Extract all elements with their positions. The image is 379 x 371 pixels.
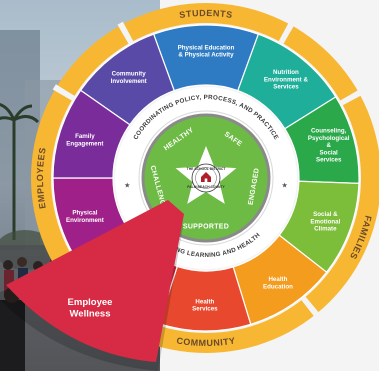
segment-label: Counseling,	[311, 128, 347, 135]
employee-wellness-wedge	[6, 200, 184, 362]
seal-top-text: THE SCHOOL DISTRICT	[187, 167, 227, 171]
segment-label: Health	[195, 298, 214, 305]
segment-label: Nutrition	[273, 69, 299, 76]
segment-label: Psychological	[308, 135, 350, 142]
students-label: STUDENTS	[179, 8, 234, 20]
segment-label: Education	[263, 283, 293, 290]
schoolhouse-door	[204, 178, 208, 182]
segment-label: Social &	[313, 211, 338, 218]
employees-label: EMPLOYEES	[35, 146, 48, 209]
ring-gap	[277, 21, 295, 46]
segment-label: Engagement	[66, 140, 103, 147]
seal-inner-ring	[195, 167, 217, 189]
segment-label: Community	[112, 71, 147, 78]
ring-gap	[52, 84, 77, 102]
segment-label: Services	[192, 306, 218, 313]
segment-label: Climate	[314, 226, 337, 233]
segment-label: Services	[316, 157, 342, 164]
ring-gap	[117, 21, 135, 46]
star-icon: ★	[124, 181, 130, 189]
segment-label: Social	[320, 149, 339, 156]
star-icon: ★	[282, 181, 288, 189]
segment-label: &	[326, 142, 331, 149]
seal-bottom-text: PALM BEACH COUNTY	[187, 185, 225, 189]
segment-group: Physical Education& Physical ActivityNut…	[0, 3, 379, 371]
employee-wellness-label: Wellness	[69, 309, 110, 320]
segment-label: Environment &	[264, 76, 309, 83]
band-divider	[138, 110, 274, 246]
segment-label: Physical Education	[178, 44, 235, 51]
core-word: SUPPORTED	[183, 224, 229, 231]
employee-wellness-label: Employee	[68, 297, 113, 308]
segment-label: Health	[268, 276, 287, 283]
segment-label: Involvement	[111, 78, 147, 85]
ring-gap	[338, 89, 363, 107]
segment-label: Environment	[66, 217, 104, 224]
segment-8	[79, 33, 175, 126]
segment-label: Services	[273, 84, 299, 91]
segment-label: Emotional	[310, 218, 340, 225]
segment-label: Physical	[72, 210, 97, 217]
community-label: COMMUNITY	[176, 335, 236, 348]
schoolhouse-icon	[201, 172, 211, 182]
segment-label: Family	[75, 133, 95, 140]
segment-label: & Physical Activity	[178, 52, 234, 59]
ring-gap	[300, 295, 320, 318]
